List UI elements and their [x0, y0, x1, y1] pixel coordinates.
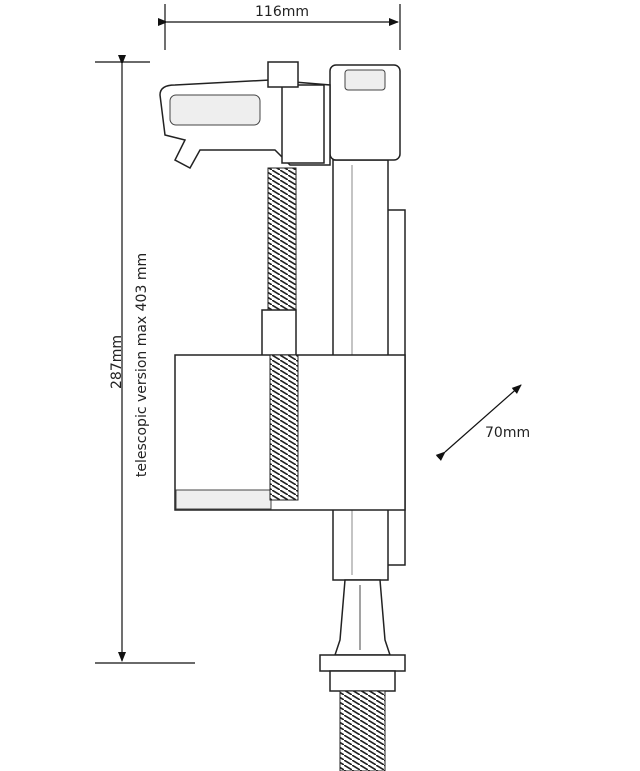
- rod-clip: [261, 309, 297, 361]
- top-cap: [267, 61, 299, 88]
- width-dimension: 116mm: [158, 4, 401, 50]
- depth-label: 70mm: [485, 425, 530, 441]
- width-label: 116mm: [255, 4, 309, 20]
- depth-dimension: 70mm: [435, 384, 530, 461]
- height-dimension: 287mm telescopic version max 403 mm: [95, 55, 195, 664]
- gear-housing: [281, 84, 325, 164]
- washer: [329, 670, 396, 692]
- telescopic-label: telescopic version max 403 mm: [134, 253, 150, 477]
- height-label: 287mm: [109, 335, 125, 389]
- lower-stem: [333, 579, 392, 656]
- thread-shank: [339, 690, 386, 771]
- fill-valve: [159, 61, 406, 771]
- lock-nut: [319, 654, 406, 672]
